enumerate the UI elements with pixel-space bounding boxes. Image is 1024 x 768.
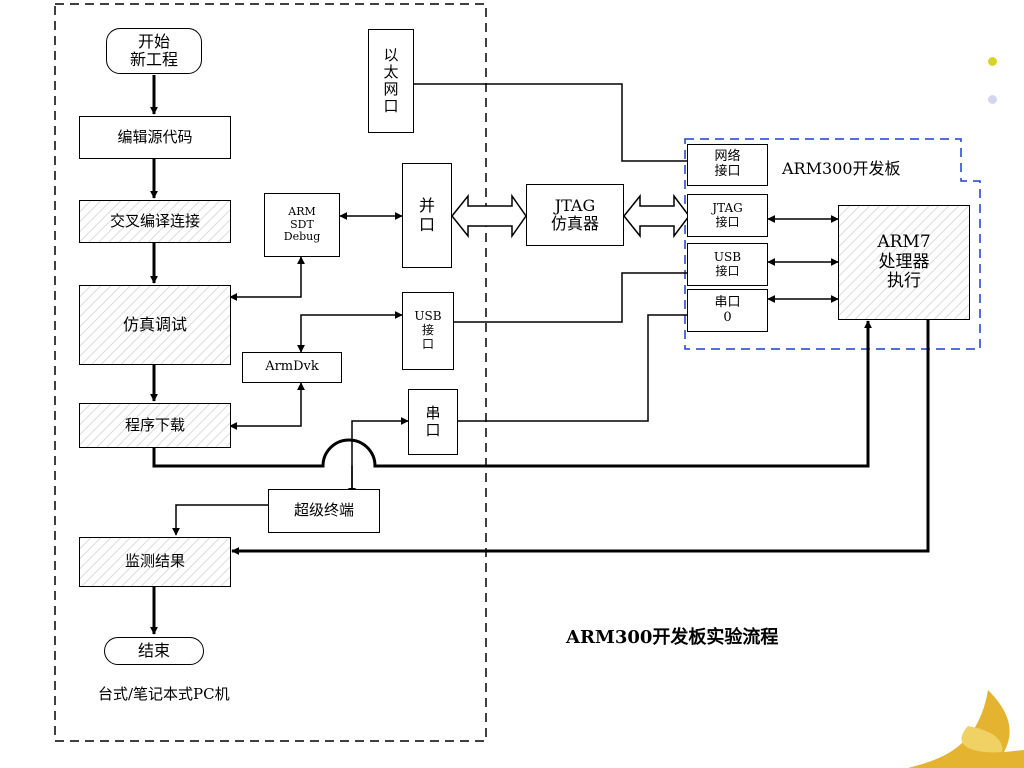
super-terminal-box: 超级终端 bbox=[268, 489, 380, 533]
board-network-port: 网络 接口 bbox=[687, 144, 768, 186]
download-step: 程序下载 bbox=[79, 403, 231, 448]
serial-port-box: 串 口 bbox=[408, 389, 458, 455]
diagram-caption: ARM300开发板实验流程 bbox=[566, 627, 779, 648]
start-node: 开始 新工程 bbox=[106, 28, 202, 74]
bullet-dot-yellow bbox=[988, 57, 997, 66]
wire-cpu-monitor bbox=[231, 320, 930, 555]
bullet-dot-lavender bbox=[988, 95, 997, 104]
end-node: 结束 bbox=[104, 637, 204, 665]
wire-download-cpu bbox=[152, 320, 872, 468]
wire-terminal-serial bbox=[351, 417, 409, 495]
monitor-step: 监测结果 bbox=[79, 537, 231, 587]
wire-serial-serialport bbox=[458, 314, 687, 422]
wire-sdt-debug bbox=[229, 256, 305, 301]
jtag-emulator-box: JTAG 仿真器 bbox=[526, 184, 624, 246]
link-jtag-board bbox=[623, 193, 690, 239]
armdvk-box: ArmDvk bbox=[242, 352, 342, 383]
parallel-port-box: 并 口 bbox=[402, 163, 452, 268]
wire-usb-usbport bbox=[454, 272, 687, 323]
debug-step: 仿真调试 bbox=[79, 285, 231, 365]
wire-armdvk-usb bbox=[297, 311, 403, 353]
wire-terminal-monitor bbox=[172, 504, 268, 536]
edit-source-step: 编辑源代码 bbox=[79, 116, 231, 159]
usb-port-box: USB 接 口 bbox=[402, 292, 454, 370]
board-title: ARM300开发板 bbox=[782, 159, 901, 178]
pc-region-border bbox=[54, 3, 487, 742]
arm-sdt-debug-box: ARM SDT Debug bbox=[264, 193, 340, 257]
board-region-border bbox=[684, 138, 981, 350]
compile-link-step: 交叉编译连接 bbox=[79, 200, 231, 243]
board-jtag-port: JTAG 接口 bbox=[687, 194, 768, 237]
wire-armdvk-download bbox=[229, 382, 305, 430]
link-parallel-jtag bbox=[451, 193, 527, 239]
corner-decoration-shape bbox=[908, 690, 1024, 768]
arm7-cpu-box: ARM7 处理器 执行 bbox=[838, 205, 970, 320]
ethernet-port-box: 以 太 网 口 bbox=[368, 29, 414, 133]
wire-ethernet-network bbox=[414, 83, 687, 162]
pc-region-label: 台式/笔记本式PC机 bbox=[98, 685, 230, 703]
board-serial-port: 串口 0 bbox=[687, 289, 768, 332]
board-usb-port: USB 接口 bbox=[687, 243, 768, 286]
